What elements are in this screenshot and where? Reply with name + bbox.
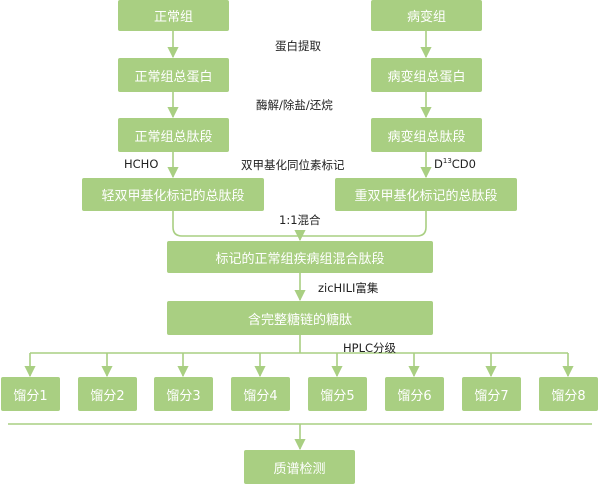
heavy-reagent-label: D13CD0 bbox=[434, 157, 476, 171]
fraction-1-node: 馏分1 bbox=[1, 377, 60, 411]
fraction-4-node: 馏分4 bbox=[231, 377, 290, 411]
disease-total-peptides-node: 病变组总肽段 bbox=[371, 118, 482, 152]
fraction-3-node: 馏分3 bbox=[154, 377, 213, 411]
heavy-reagent-rest: CD0 bbox=[451, 157, 476, 171]
normal-total-protein-node: 正常组总蛋白 bbox=[118, 58, 229, 92]
light-reagent-label: HCHO bbox=[124, 157, 159, 171]
light-labeled-peptides-node: 轻双甲基化标记的总肽段 bbox=[82, 178, 264, 211]
normal-total-peptides-node: 正常组总肽段 bbox=[118, 118, 229, 152]
heavy-reagent-d: D bbox=[434, 157, 443, 171]
fraction-6-node: 馏分6 bbox=[385, 377, 444, 411]
fraction-8-node: 馏分8 bbox=[539, 377, 598, 411]
digestion-label: 酶解/除盐/还烷 bbox=[256, 98, 333, 112]
mass-spec-node: 质谱检测 bbox=[244, 450, 355, 484]
disease-group-node: 病变组 bbox=[371, 0, 482, 31]
mixed-peptides-node: 标记的正常组疾病组混合肽段 bbox=[167, 241, 433, 273]
normal-group-node: 正常组 bbox=[118, 0, 229, 31]
glycopeptides-node: 含完整糖链的糖肽 bbox=[167, 301, 433, 335]
fraction-2-node: 馏分2 bbox=[78, 377, 137, 411]
protein-extraction-label: 蛋白提取 bbox=[275, 39, 321, 53]
enrichment-label: zicHILI富集 bbox=[318, 281, 379, 295]
fraction-5-node: 馏分5 bbox=[308, 377, 367, 411]
mixing-label: 1:1混合 bbox=[279, 213, 321, 227]
fraction-7-node: 馏分7 bbox=[462, 377, 521, 411]
disease-total-protein-node: 病变组总蛋白 bbox=[371, 58, 482, 92]
heavy-labeled-peptides-node: 重双甲基化标记的总肽段 bbox=[335, 178, 517, 211]
heavy-reagent-superscript: 13 bbox=[442, 157, 452, 166]
dimethyl-labeling-label: 双甲基化同位素标记 bbox=[241, 158, 345, 172]
hplc-label: HPLC分级 bbox=[343, 341, 397, 355]
